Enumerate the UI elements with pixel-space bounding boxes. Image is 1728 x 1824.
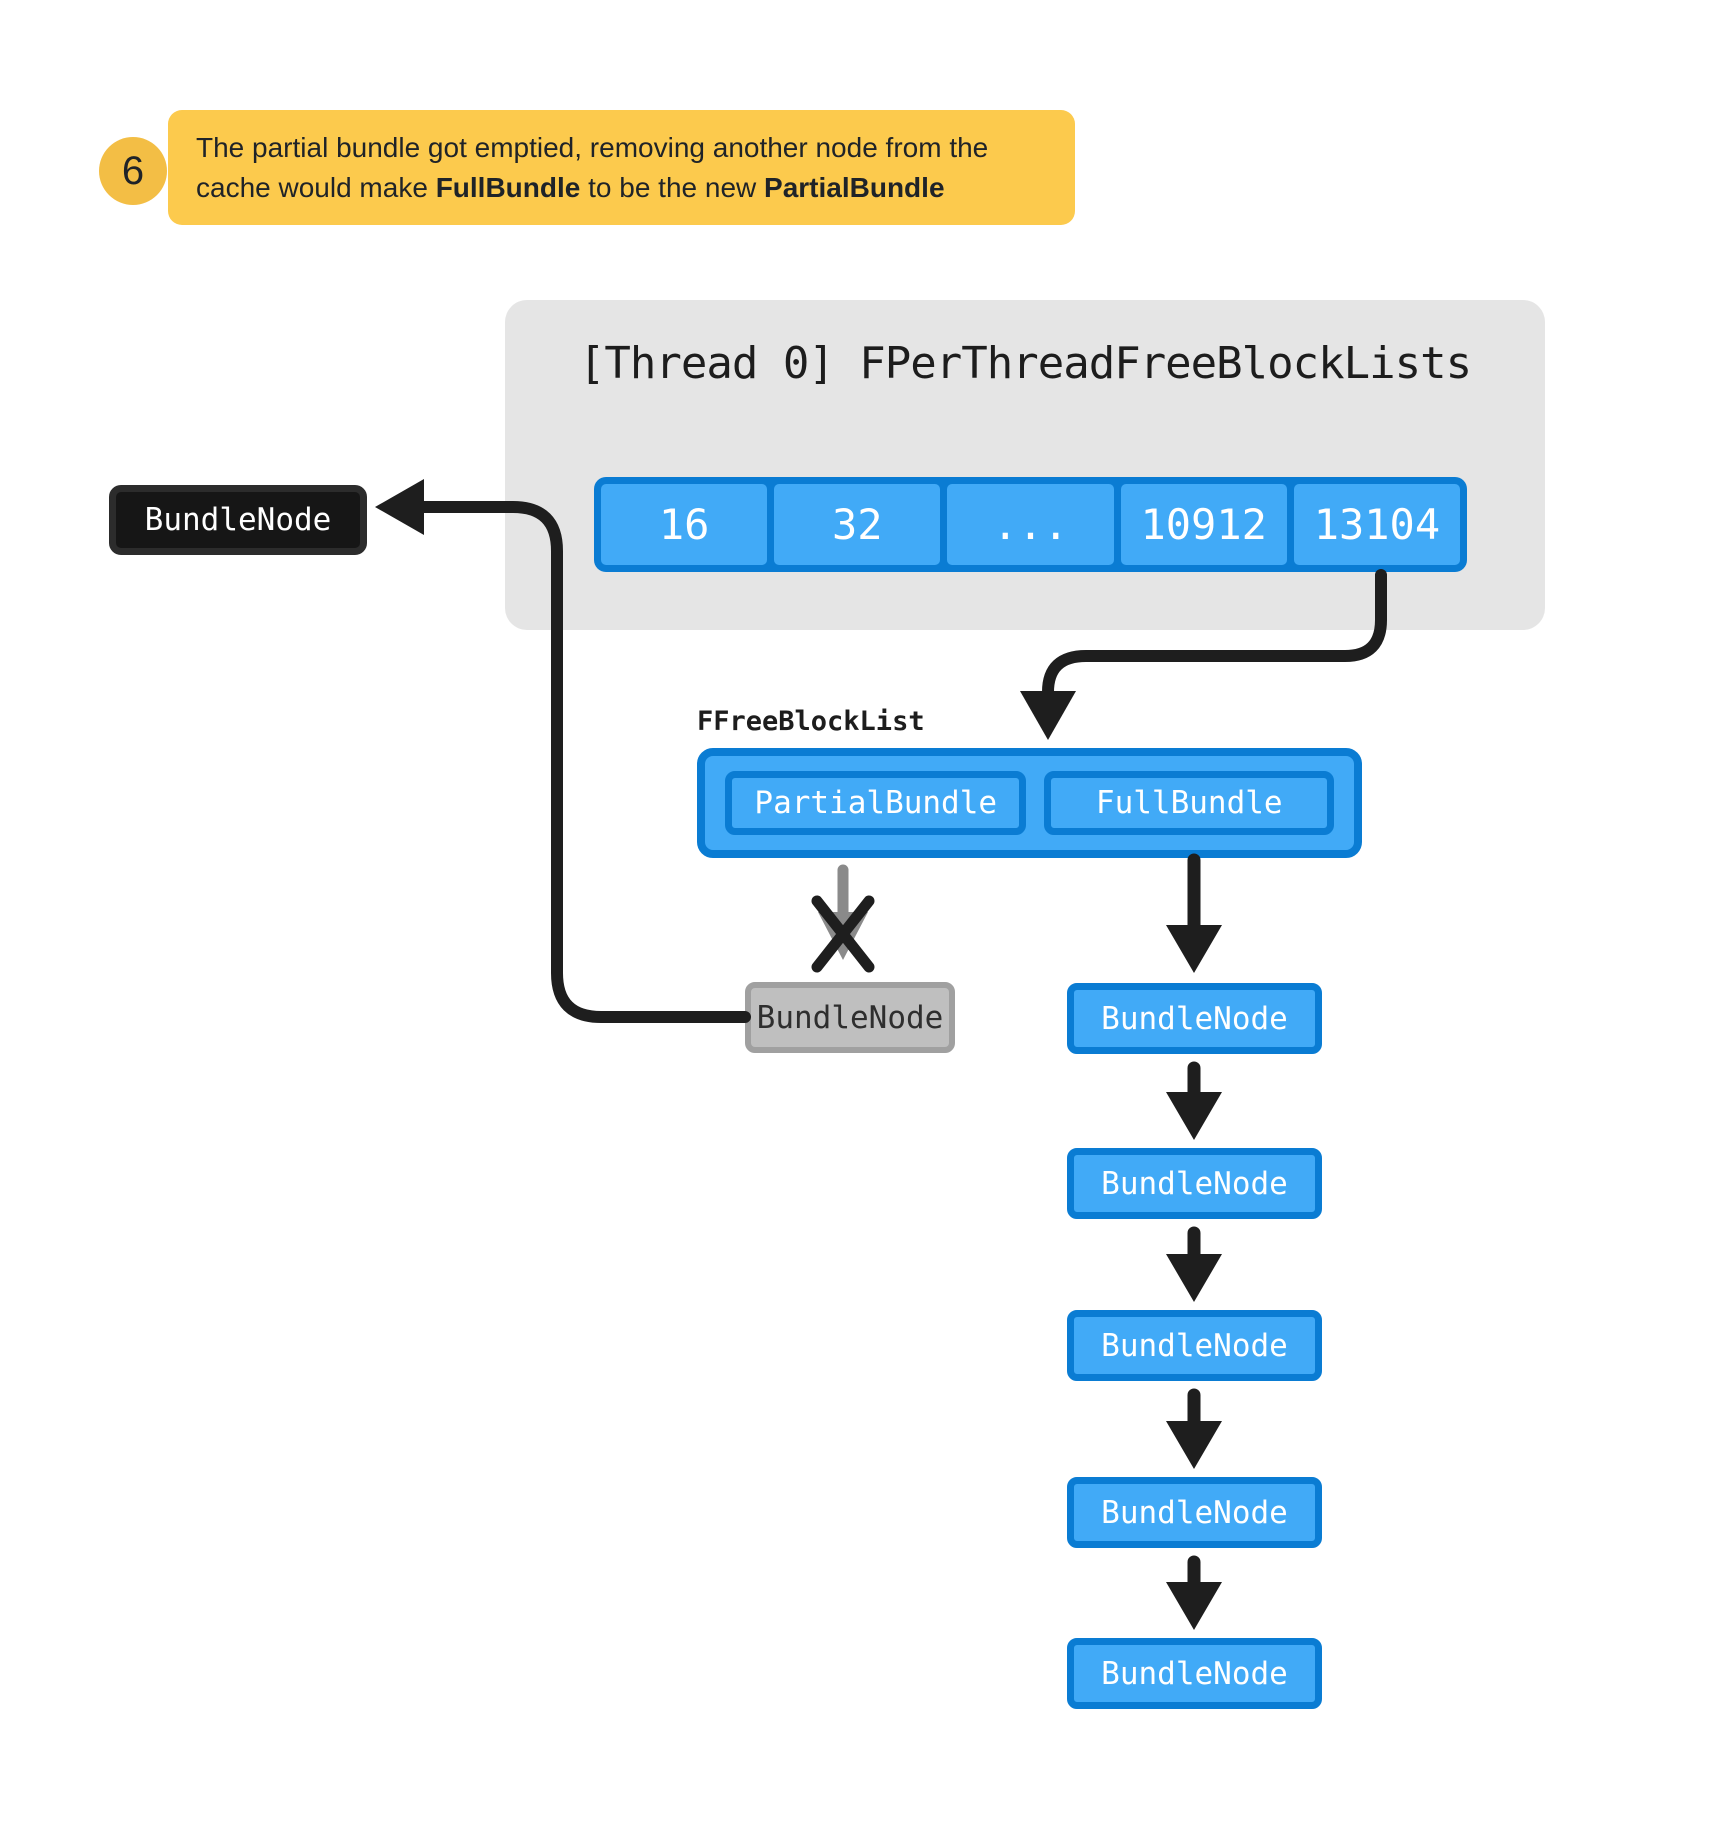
free-block-list-box: PartialBundle FullBundle xyxy=(697,748,1362,858)
free-block-list-label: FFreeBlockList xyxy=(697,706,925,737)
full-bundle-slot: FullBundle xyxy=(1044,771,1334,835)
partial-bundle-label: PartialBundle xyxy=(754,785,998,821)
size-class-cell: 10912 xyxy=(1120,484,1287,565)
chain-bundle-node-4-label: BundleNode xyxy=(1101,1494,1288,1531)
chain-bundle-node-5-label: BundleNode xyxy=(1101,1655,1288,1692)
size-class-row: 16 32 ... 10912 13104 xyxy=(594,477,1467,572)
size-class-cell: 16 xyxy=(601,484,768,565)
chain-bundle-node-3-label: BundleNode xyxy=(1101,1327,1288,1364)
fullbundle-arrowhead-icon xyxy=(1166,925,1222,973)
chain-bundle-node-3: BundleNode xyxy=(1067,1310,1322,1381)
chain-arrowhead-4-icon xyxy=(1166,1582,1222,1630)
note-line2-fullbundle: FullBundle xyxy=(435,172,581,203)
note-line2-partialbundle: PartialBundle xyxy=(764,172,945,203)
chain-arrowhead-3-icon xyxy=(1166,1421,1222,1469)
full-bundle-label: FullBundle xyxy=(1095,785,1283,821)
chain-bundle-node-1-label: BundleNode xyxy=(1101,1000,1288,1037)
chain-bundle-node-5: BundleNode xyxy=(1067,1638,1322,1709)
chain-bundle-node-1: BundleNode xyxy=(1067,983,1322,1054)
cache-loop-arrowhead-icon xyxy=(375,479,424,535)
removed-bundle-node-label: BundleNode xyxy=(756,999,944,1036)
cross-mark-icon xyxy=(811,895,875,973)
size-class-cell: 13104 xyxy=(1293,484,1461,565)
removed-partial-arrowhead-icon xyxy=(818,912,868,960)
sizeclass-to-freelist-arrowhead-icon xyxy=(1020,691,1076,740)
chain-bundle-node-2: BundleNode xyxy=(1067,1148,1322,1219)
chain-bundle-node-2-label: BundleNode xyxy=(1101,1165,1288,1202)
note-text-line1: The partial bundle got emptied, removing… xyxy=(196,132,989,163)
step-note: The partial bundle got emptied, removing… xyxy=(168,110,1075,225)
chain-bundle-node-4: BundleNode xyxy=(1067,1477,1322,1548)
size-class-cell: ... xyxy=(947,484,1114,565)
cached-bundle-node: BundleNode xyxy=(109,485,367,555)
partial-bundle-slot: PartialBundle xyxy=(725,771,1027,835)
note-text-line2: cache would make FullBundle to be the ne… xyxy=(196,168,1075,208)
chain-arrowhead-2-icon xyxy=(1166,1254,1222,1302)
removed-bundle-node: BundleNode xyxy=(745,982,955,1053)
per-thread-panel-title: [Thread 0] FPerThreadFreeBlockLists xyxy=(578,338,1472,389)
note-line2-prefix: cache would make xyxy=(196,172,436,203)
cached-bundle-node-label: BundleNode xyxy=(144,502,332,538)
note-line2-middle: to be the new xyxy=(580,172,765,203)
chain-arrowhead-1-icon xyxy=(1166,1092,1222,1140)
step-number-badge: 6 xyxy=(99,137,167,205)
size-class-cell: 32 xyxy=(774,484,941,565)
